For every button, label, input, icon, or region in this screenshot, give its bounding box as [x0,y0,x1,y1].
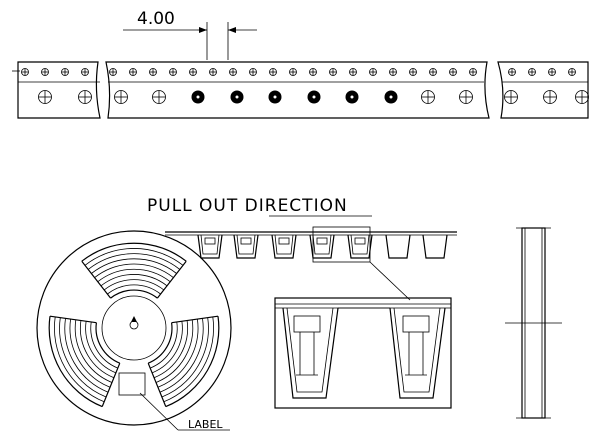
reel-side-view [505,227,562,419]
detail-highlight-box [312,226,371,263]
sprocket-hole [21,68,29,76]
sprocket-hole [449,68,457,76]
sprocket-hole [548,68,556,76]
tape-pocket [347,234,373,259]
tape-pocket [385,234,411,259]
sprocket-hole [189,68,197,76]
pull-out-direction-text: PULL OUT DIRECTION [147,196,348,216]
sprocket-hole [249,68,257,76]
sprocket-hole [389,68,397,76]
pocket-hole-filled [230,90,244,104]
pocket-hole-filled [345,90,359,104]
label-box [118,372,146,396]
tape-pockets [197,234,448,259]
tape-pocket [309,234,335,259]
sprocket-hole [81,68,89,76]
tape-pocket [271,234,297,259]
sprocket-hole [508,68,516,76]
sprocket-hole [229,68,237,76]
sprocket-hole [289,68,297,76]
pitch-dimension-label: 4.00 [137,9,175,29]
tape-pocket [233,234,259,259]
reel: LABEL [36,230,232,431]
pocket-hole-filled [268,90,282,104]
pocket-hole-empty [152,90,166,104]
sprocket-hole [329,68,337,76]
reel-window [48,315,121,408]
sprocket-hole [429,68,437,76]
sprocket-hole [149,68,157,76]
sprocket-hole [469,68,477,76]
magnified-detail [274,297,452,409]
pull-out-direction-title: PULL OUT DIRECTION [147,196,372,217]
sprocket-hole [528,68,536,76]
sprocket-hole [309,68,317,76]
pocket-hole-empty [38,90,52,104]
tape-pocket [197,234,223,259]
pocket-hole-filled [384,90,398,104]
sprocket-hole [409,68,417,76]
pocket-hole-empty [504,90,518,104]
pocket-hole-empty [575,90,589,104]
pocket-hole-empty [421,90,435,104]
sprocket-hole [269,68,277,76]
sprocket-hole [41,68,49,76]
sprocket-hole [129,68,137,76]
pitch-dimension: 4.00 [123,9,257,60]
carrier-tape-strip [12,61,589,119]
sprocket-hole [568,68,576,76]
pocket-hole-filled [307,90,321,104]
tape-pocket [422,234,448,259]
label-callout-text: LABEL [188,418,223,431]
sprocket-holes [21,68,576,76]
sprocket-hole [209,68,217,76]
reel-window [147,315,220,408]
reel-windows [48,242,220,408]
pocket-hole-empty [543,90,557,104]
tape-cross-section [165,226,457,301]
sprocket-hole [61,68,69,76]
sprocket-hole [369,68,377,76]
sprocket-hole [109,68,117,76]
sprocket-hole [349,68,357,76]
pocket-hole-empty [459,90,473,104]
pocket-hole-empty [78,90,92,104]
pocket-holes [38,90,589,104]
reel-window [81,242,187,299]
pocket-hole-filled [191,90,205,104]
pocket-hole-empty [114,90,128,104]
sprocket-hole [169,68,177,76]
